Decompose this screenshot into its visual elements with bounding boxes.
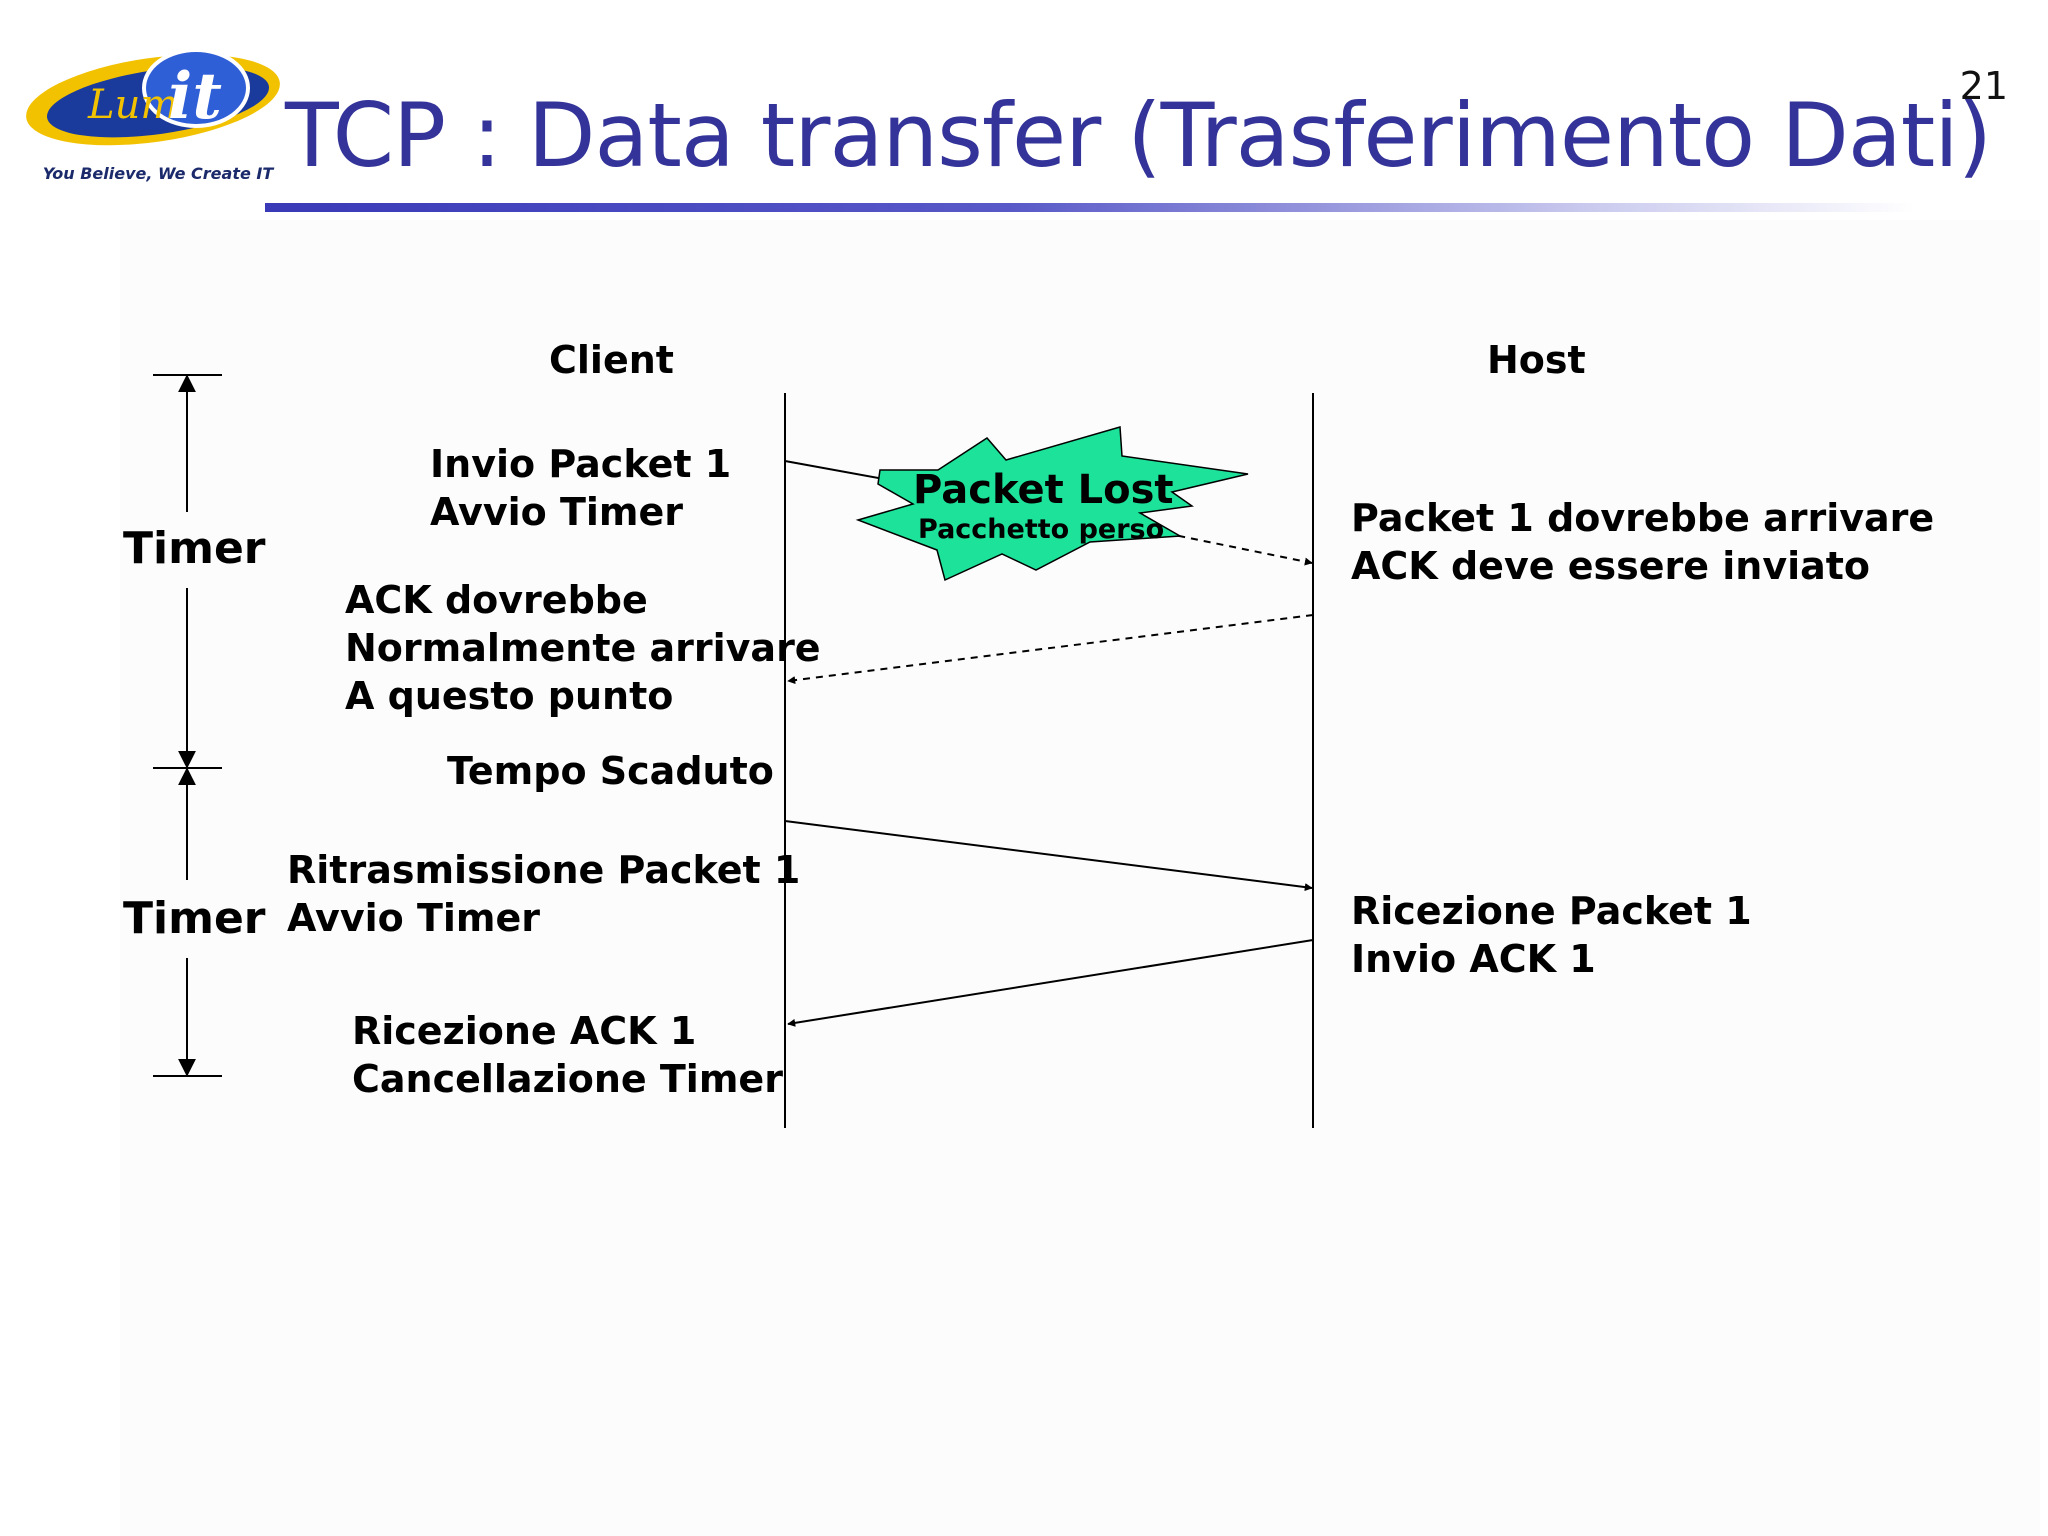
page-number: 21 [1959, 64, 2008, 108]
note-line: Invio Packet 1 [430, 442, 732, 486]
host-note-should-arrive: Packet 1 dovrebbe arrivare ACK deve esse… [1351, 494, 1934, 590]
expected-ack-dashed-arrow [787, 614, 1314, 685]
note-line: Normalmente arrivare [345, 626, 821, 670]
timer-label-1: Timer [123, 523, 266, 574]
note-line: A questo punto [345, 674, 674, 718]
note-line: Ricezione ACK 1 [352, 1009, 697, 1053]
note-line: Ritrasmissione Packet 1 [287, 848, 801, 892]
timer-bracket-2 [153, 767, 222, 1077]
client-note-ack-expected: ACK dovrebbe Normalmente arrivare A ques… [345, 576, 821, 720]
note-line: ACK dovrebbe [345, 578, 648, 622]
svg-text:it: it [168, 59, 222, 134]
note-line: ACK deve essere inviato [1351, 544, 1871, 588]
company-logo: Lum it You Believe, We Create IT [18, 48, 288, 198]
note-line: Avvio Timer [287, 896, 541, 940]
note-line: Invio ACK 1 [1351, 937, 1596, 981]
client-note-ack-received: Ricezione ACK 1 Cancellazione Timer [352, 1007, 783, 1103]
note-line: Cancellazione Timer [352, 1057, 783, 1101]
timer-label-2: Timer [123, 893, 266, 944]
client-note-retransmit: Ritrasmissione Packet 1 Avvio Timer [287, 846, 800, 942]
logo-tagline: You Believe, We Create IT [42, 164, 274, 183]
packet-lost-title: Packet Lost [913, 467, 1174, 513]
host-label: Host [1487, 338, 1586, 382]
packet-lost-subtitle: Pacchetto perso [918, 514, 1165, 545]
host-note-received: Ricezione Packet 1 Invio ACK 1 [1351, 887, 1752, 983]
logo-word: Lum [87, 82, 178, 128]
client-note-timeout: Tempo Scaduto [447, 749, 774, 793]
ack-1-arrow [787, 939, 1314, 1027]
note-line: Avvio Timer [430, 490, 684, 534]
logo-graphic: Lum it [26, 48, 280, 146]
client-note-send-packet: Invio Packet 1 Avvio Timer [430, 440, 731, 536]
client-label: Client [549, 338, 674, 382]
packet-lost-burst [855, 426, 1249, 582]
note-line: Packet 1 dovrebbe arrivare [1351, 496, 1935, 540]
retransmit-packet-arrow [784, 820, 1313, 892]
note-line: Ricezione Packet 1 [1351, 889, 1752, 933]
slide-title: TCP : Data transfer (Trasferimento Dati) [285, 84, 1992, 187]
title-underline [265, 203, 1915, 212]
